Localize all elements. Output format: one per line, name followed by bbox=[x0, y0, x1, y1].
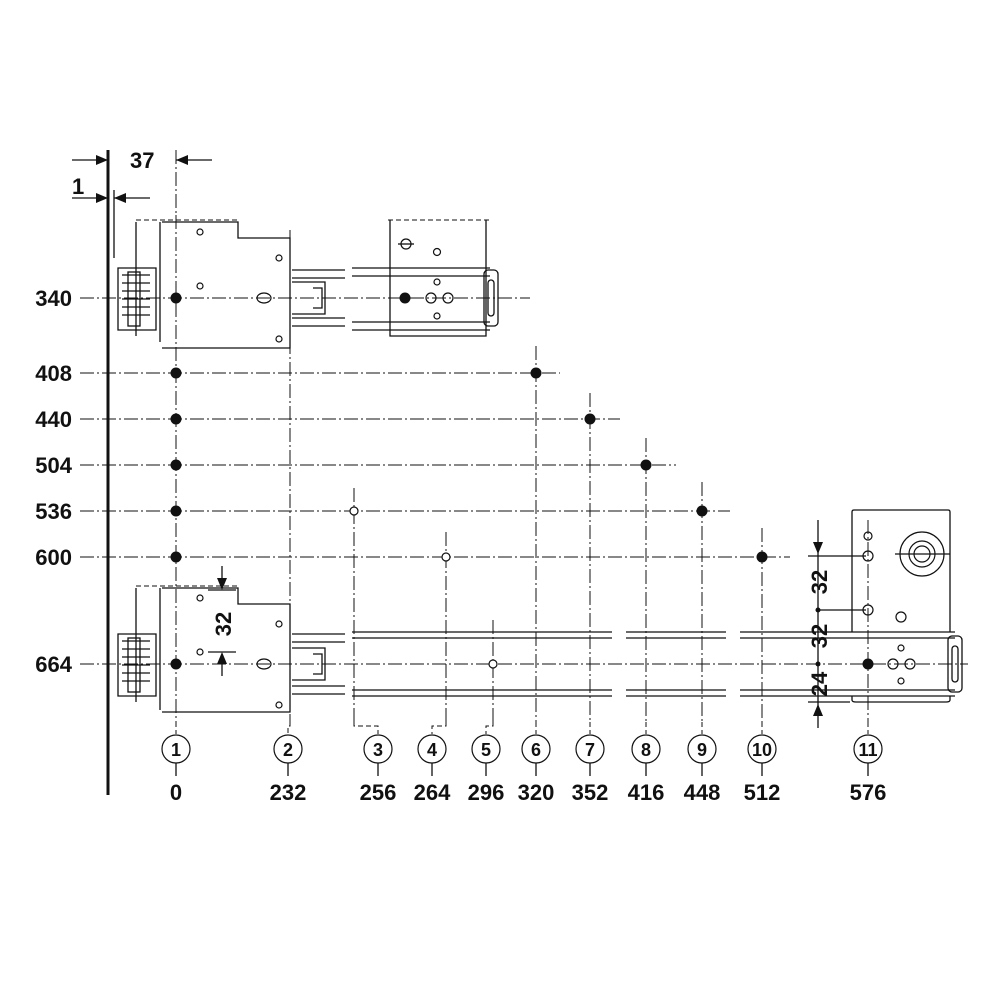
position-number-7: 7 bbox=[585, 740, 595, 760]
dimension-1 bbox=[72, 190, 150, 258]
position-value-7: 352 bbox=[572, 780, 609, 805]
fixing-point-9-536 bbox=[696, 505, 708, 517]
drawing-linework bbox=[72, 150, 963, 795]
position-number-3: 3 bbox=[373, 740, 383, 760]
position-value-8: 416 bbox=[628, 780, 665, 805]
fixing-point-5-664 bbox=[488, 659, 498, 669]
right-bracket-spacing-dimension bbox=[808, 520, 866, 728]
position-leader-4 bbox=[431, 722, 447, 734]
position-leader-2 bbox=[287, 722, 291, 734]
right-spacing-label-upper: 32 bbox=[807, 570, 832, 594]
bottom-slide-drawing bbox=[117, 509, 963, 713]
position-leader-5 bbox=[485, 722, 494, 734]
position-number-9: 9 bbox=[697, 740, 707, 760]
position-value-6: 320 bbox=[518, 780, 555, 805]
dimension-label-1: 1 bbox=[72, 174, 84, 199]
row-label-664: 664 bbox=[35, 652, 72, 677]
position-number-6: 6 bbox=[531, 740, 541, 760]
right-spacing-label-middle: 32 bbox=[807, 624, 832, 648]
fixing-point-10-600 bbox=[756, 551, 768, 563]
position-number-10: 10 bbox=[752, 740, 772, 760]
position-number-2: 2 bbox=[283, 740, 293, 760]
fixing-point-1-600 bbox=[170, 551, 182, 563]
fixing-point-2-340 bbox=[399, 292, 411, 304]
left-bracket-spacing-dimension bbox=[208, 566, 236, 676]
fixing-point-1-664 bbox=[170, 658, 182, 670]
top-slide-drawing bbox=[117, 219, 499, 349]
position-value-3: 256 bbox=[360, 780, 397, 805]
fixing-point-6-408 bbox=[530, 367, 542, 379]
position-value-4: 264 bbox=[414, 780, 451, 805]
fixing-point-1-408 bbox=[170, 367, 182, 379]
row-label-504: 504 bbox=[35, 453, 72, 478]
row-label-340: 340 bbox=[35, 286, 72, 311]
position-number-11: 11 bbox=[858, 740, 877, 760]
fixing-point-7-440 bbox=[584, 413, 596, 425]
row-label-408: 408 bbox=[35, 361, 72, 386]
fixing-point-4-600 bbox=[441, 552, 451, 562]
row-label-440: 440 bbox=[35, 407, 72, 432]
position-value-2: 232 bbox=[270, 780, 307, 805]
position-number-5: 5 bbox=[481, 740, 491, 760]
fixing-point-11-664 bbox=[862, 658, 874, 670]
position-value-11: 576 bbox=[850, 780, 887, 805]
position-value-5: 296 bbox=[468, 780, 505, 805]
position-value-10: 512 bbox=[744, 780, 781, 805]
right-spacing-label-lower: 24 bbox=[807, 671, 832, 696]
fixing-point-1-340 bbox=[170, 292, 182, 304]
position-leader-3 bbox=[353, 722, 379, 734]
fixing-point-1-504 bbox=[170, 459, 182, 471]
position-number-4: 4 bbox=[427, 740, 437, 760]
fixing-point-1-440 bbox=[170, 413, 182, 425]
position-value-9: 448 bbox=[684, 780, 721, 805]
left-spacing-label: 32 bbox=[211, 612, 236, 636]
row-label-536: 536 bbox=[35, 499, 72, 524]
dimension-label-37: 37 bbox=[130, 148, 154, 173]
fixing-point-1-536 bbox=[170, 505, 182, 517]
fixing-point-3-536 bbox=[349, 506, 359, 516]
position-value-1: 0 bbox=[170, 780, 182, 805]
row-label-600: 600 bbox=[35, 545, 72, 570]
dimension-37 bbox=[72, 150, 212, 215]
position-number-8: 8 bbox=[641, 740, 651, 760]
position-number-1: 1 bbox=[171, 740, 181, 760]
fixing-point-8-504 bbox=[640, 459, 652, 471]
